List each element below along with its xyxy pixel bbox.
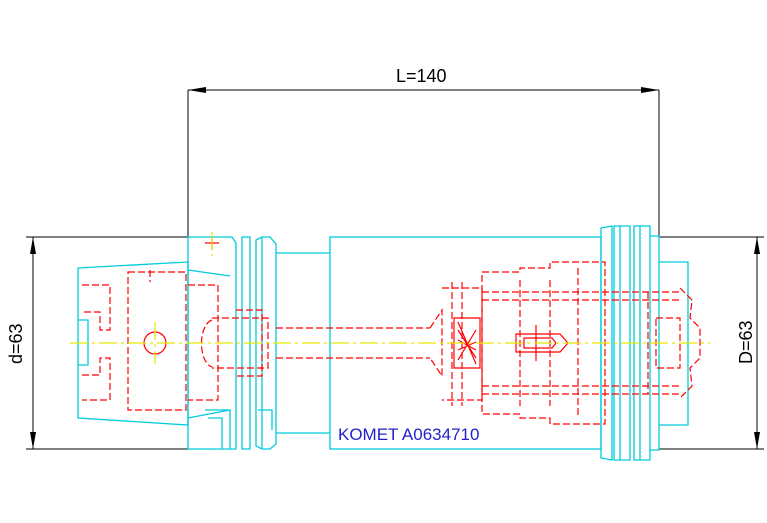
shank-outline xyxy=(77,236,237,450)
dimension-length: L=140 xyxy=(187,66,660,238)
centerline xyxy=(70,232,710,364)
left-diameter-label: d=63 xyxy=(6,323,26,364)
part-label: KOMET A0634710 xyxy=(338,425,479,444)
length-dimension-label: L=140 xyxy=(396,66,447,86)
dimension-left-diameter: d=63 xyxy=(6,236,190,450)
hidden-lines-body xyxy=(442,261,701,425)
right-diameter-label: D=63 xyxy=(736,320,756,364)
dimension-right-diameter: D=63 xyxy=(659,236,764,450)
